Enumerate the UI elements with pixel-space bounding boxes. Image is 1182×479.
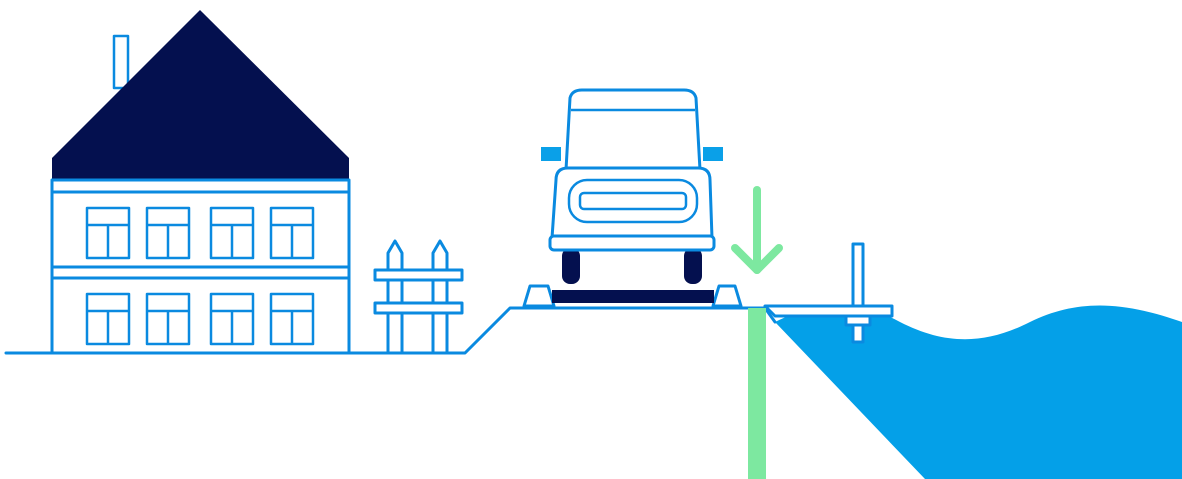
dock-deck <box>765 306 892 316</box>
window-row-upper <box>87 208 313 258</box>
tire-right <box>684 248 702 284</box>
house-roof-band <box>52 158 349 180</box>
road-section <box>524 286 741 306</box>
window <box>87 294 129 344</box>
arrow-down-icon <box>735 190 779 270</box>
water <box>775 306 1182 479</box>
curb-left <box>524 286 554 306</box>
road-surface <box>552 290 714 303</box>
house-roof <box>52 10 349 158</box>
fence-rail <box>375 270 462 280</box>
car-bumper <box>550 236 714 250</box>
window-row-lower <box>87 294 313 344</box>
house-icon <box>52 10 349 353</box>
chimney <box>114 36 128 88</box>
fence-icon <box>375 241 462 353</box>
window <box>147 208 189 258</box>
mirror-right <box>703 147 723 161</box>
fence-post <box>388 241 402 353</box>
dock-post <box>853 244 863 342</box>
window <box>211 208 253 258</box>
window <box>271 208 313 258</box>
dock-beam <box>846 316 870 325</box>
tire-left <box>562 248 580 284</box>
car-body <box>552 168 712 238</box>
window <box>211 294 253 344</box>
curb-right <box>713 286 741 306</box>
window <box>147 294 189 344</box>
window <box>271 294 313 344</box>
window <box>87 208 129 258</box>
car-icon <box>541 90 723 284</box>
flood-barrier-wall <box>748 308 766 479</box>
mirror-left <box>541 147 561 161</box>
fence-post <box>433 241 447 353</box>
fence-rail <box>375 303 462 313</box>
car-cabin <box>566 90 700 170</box>
